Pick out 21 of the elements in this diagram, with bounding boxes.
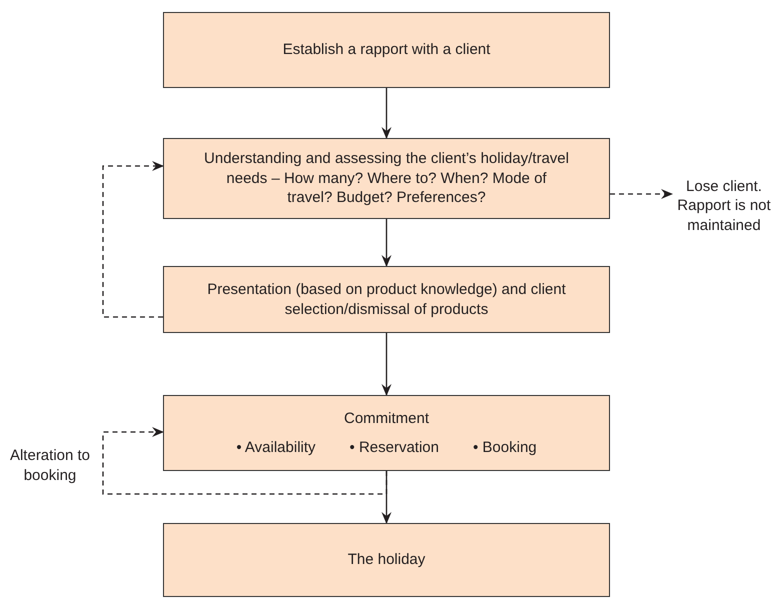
- box-text: Establish a rapport with a client: [282, 40, 490, 60]
- bullet-item: • Reservation: [350, 438, 439, 458]
- process-box: [163, 12, 610, 88]
- box-text: The holiday: [348, 550, 426, 570]
- edge-label: Alteration to booking: [8, 446, 92, 485]
- box-text: Commitment: [344, 408, 429, 428]
- process-box: [163, 266, 610, 333]
- process-box: [163, 523, 610, 597]
- dashed-arrow: [102, 161, 164, 318]
- dashed-arrow: [610, 189, 673, 199]
- dashed-arrow: [102, 427, 388, 495]
- box-text: Understanding and assessing the client’s holiday/travel needs – How many? Where to? When? Mode of travel? Budget? Preferences?: [204, 149, 569, 208]
- bullet-item: • Booking: [473, 438, 537, 458]
- arrow: [382, 88, 392, 139]
- process-box: [163, 138, 610, 219]
- process-box: [163, 395, 610, 471]
- outcome-text: Lose client. Rapport is not maintained: [676, 176, 772, 236]
- box-text: Presentation (based on product knowledge) and client selection/dismissal of products: [206, 280, 567, 319]
- bullet-item: • Availability: [236, 438, 316, 458]
- arrow: [382, 219, 392, 267]
- arrow: [382, 333, 392, 396]
